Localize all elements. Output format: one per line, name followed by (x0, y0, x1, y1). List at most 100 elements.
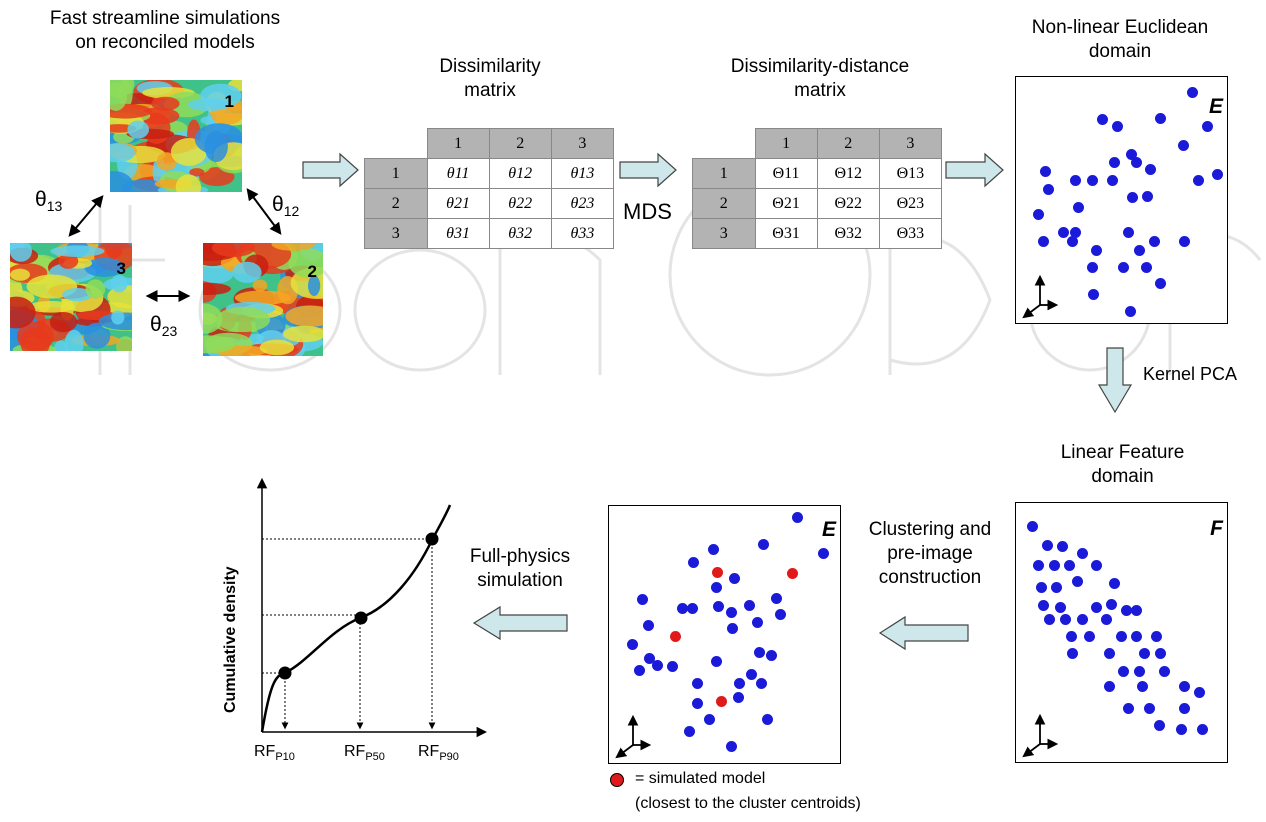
row-header: 1 (364, 158, 428, 189)
model-point (818, 548, 829, 559)
model-point (1142, 191, 1153, 202)
model-point (1126, 149, 1137, 160)
theta-23-label: θ23 (150, 313, 177, 339)
model-point (1033, 560, 1044, 571)
model-point (1027, 521, 1038, 532)
model-point (1091, 245, 1102, 256)
model-point (1077, 614, 1088, 625)
x-label-sub: P50 (365, 751, 385, 764)
axes-icon (1022, 713, 1058, 758)
model-point (637, 594, 648, 605)
model-point (1107, 175, 1118, 186)
model-point (704, 714, 715, 725)
euclidean-title-line2: domain (1088, 41, 1152, 62)
theta-symbol: θ (150, 313, 162, 336)
model-point (1149, 236, 1160, 247)
model-point (1123, 703, 1134, 714)
model-point (711, 582, 722, 593)
model-point (1043, 184, 1054, 195)
x-label-main: RF (344, 743, 366, 760)
full-physics-line1: Full-physics (469, 546, 571, 567)
distance-matrix-title: Dissimilarity-distance matrix (695, 55, 945, 103)
model-point (766, 650, 777, 661)
model-point (692, 698, 703, 709)
flow-arrow-left-1 (878, 615, 969, 651)
axes-icon (615, 714, 651, 759)
matrix-cell: θ31 (426, 218, 490, 249)
map-number-1: 1 (224, 92, 234, 111)
theta-12-label: θ12 (272, 193, 299, 219)
theta-12-subscript: 12 (283, 203, 300, 220)
model-point (1151, 631, 1162, 642)
model-point (1038, 236, 1049, 247)
model-point (1066, 631, 1077, 642)
dissimilarity-title-line2: matrix (464, 80, 516, 101)
theta-symbol: θ (35, 188, 47, 211)
model-point (1131, 631, 1142, 642)
model-point (1044, 614, 1055, 625)
model-point (771, 593, 782, 604)
matrix-cell: Θ33 (878, 218, 943, 249)
simulated-model-point (670, 631, 681, 642)
arrow-12 (246, 188, 282, 235)
model-point (713, 601, 724, 612)
model-point (1131, 157, 1142, 168)
model-point (711, 656, 722, 667)
model-point (729, 573, 740, 584)
domain-corner-label: F (1210, 517, 1223, 540)
clustering-line3: construction (878, 567, 982, 588)
model-point (1058, 227, 1069, 238)
feature-title: Linear Feature domain (1010, 441, 1235, 489)
simulations-title: Fast streamline simulations on reconcile… (10, 7, 320, 55)
model-point (1154, 720, 1165, 731)
model-point (1123, 227, 1134, 238)
matrix-cell: θ12 (488, 158, 552, 189)
model-point (1087, 175, 1098, 186)
model-point (1109, 157, 1120, 168)
model-point (1104, 681, 1115, 692)
row-header: 3 (692, 218, 756, 249)
col-header: 1 (426, 128, 490, 159)
model-point (1197, 724, 1208, 735)
col-header: 3 (878, 128, 943, 159)
model-point (1179, 681, 1190, 692)
model-point (1051, 582, 1062, 593)
model-point (1036, 582, 1047, 593)
legend-line2: (closest to the cluster centroids) (635, 795, 861, 812)
model-point (692, 678, 703, 689)
row-header: 3 (364, 218, 428, 249)
matrix-cell: Θ23 (878, 188, 943, 219)
model-point (1072, 576, 1083, 587)
model-point (734, 678, 745, 689)
model-map-1: 1 (110, 80, 242, 192)
model-point (1087, 262, 1098, 273)
model-point (744, 600, 755, 611)
euclidean-title: Non-linear Euclidean domain (990, 16, 1250, 64)
matrix-cell: θ11 (426, 158, 490, 189)
x-label-sub: P90 (439, 751, 459, 764)
model-point (684, 726, 695, 737)
model-point (1049, 560, 1060, 571)
model-point (1118, 666, 1129, 677)
matrix-corner (365, 129, 428, 159)
cdf-x-label-p90: RFP90 (418, 743, 459, 763)
row-header: 2 (692, 188, 756, 219)
model-point (746, 669, 757, 680)
model-point (1091, 602, 1102, 613)
model-point (1042, 540, 1053, 551)
model-point (677, 603, 688, 614)
dissimilarity-matrix: 1 2 3 1 θ11 θ12 θ13 2 θ21 θ22 θ23 3 θ31 … (364, 128, 615, 249)
feature-domain-box: F (1015, 502, 1228, 763)
model-point (1077, 548, 1088, 559)
full-physics-line2: simulation (477, 570, 563, 591)
matrix-cell: Θ11 (754, 158, 818, 189)
flow-arrow-left-2 (472, 605, 568, 641)
model-point (634, 665, 645, 676)
matrix-cell: θ32 (488, 218, 552, 249)
matrix-cell: θ33 (550, 218, 615, 249)
model-point (754, 647, 765, 658)
model-point (1060, 614, 1071, 625)
matrix-cell: Θ21 (754, 188, 818, 219)
cdf-y-label: Cumulative density (222, 566, 239, 713)
